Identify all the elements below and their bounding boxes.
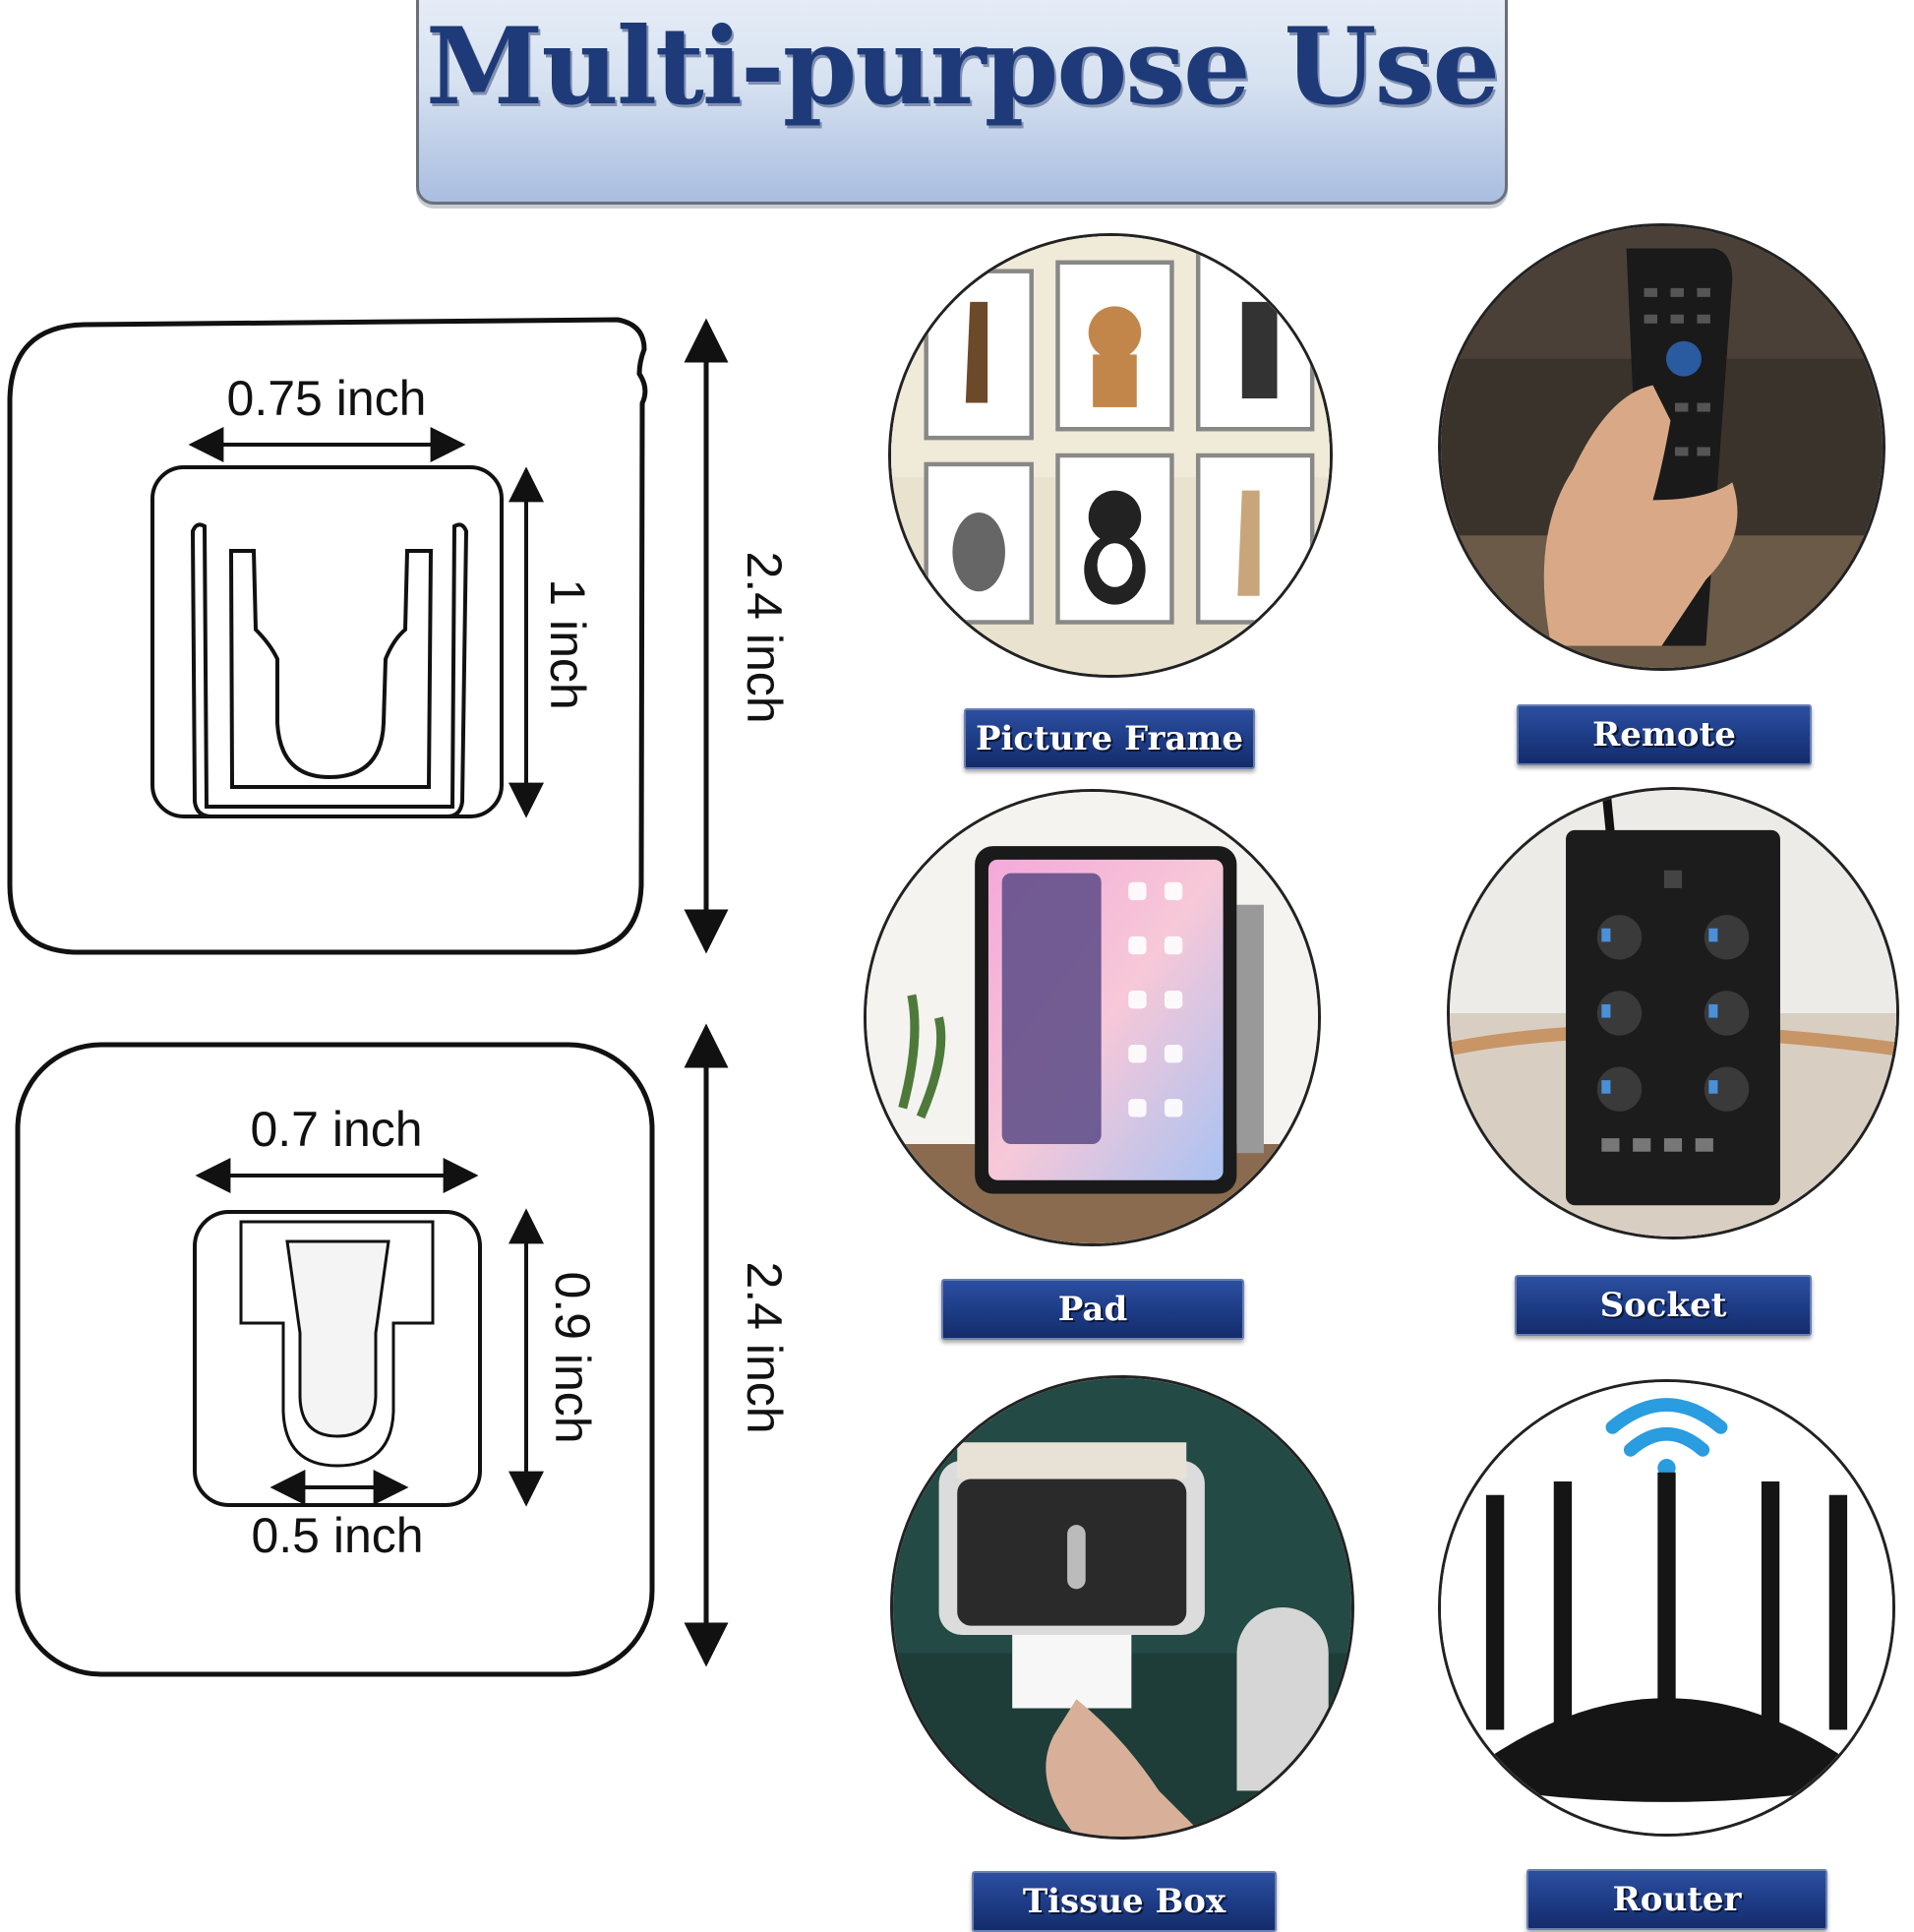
tissue-box-label: Tissue Box bbox=[972, 1871, 1277, 1932]
large-width-label: 0.75 inch bbox=[227, 371, 427, 426]
router-photo bbox=[1438, 1379, 1895, 1837]
remote-label: Remote bbox=[1517, 704, 1812, 765]
pad-label: Pad bbox=[941, 1279, 1244, 1340]
page-title: Multi-purpose Use bbox=[425, 5, 1500, 129]
large-pad-label: 2.4 inch bbox=[737, 551, 792, 723]
router-label: Router bbox=[1526, 1869, 1827, 1930]
tablet-photo bbox=[864, 789, 1321, 1246]
picture-frame-photo bbox=[888, 233, 1333, 678]
small-hook-diagram: 0.7 inch 0.9 inch 0.5 inch 2.4 inch bbox=[15, 1023, 792, 1677]
hook-dimension-diagram: 0.75 inch 1 inch 2.4 inch 0.7 inch 0.9 i… bbox=[7, 317, 792, 1677]
remote-photo bbox=[1438, 223, 1885, 671]
picture-frame-label: Picture Frame bbox=[964, 708, 1255, 769]
small-height-label: 0.9 inch bbox=[545, 1271, 600, 1443]
title-banner: Multi-purpose Use bbox=[416, 0, 1508, 205]
tissue-box-photo bbox=[890, 1375, 1354, 1840]
large-hook-slot bbox=[228, 549, 434, 789]
small-hook-slot bbox=[285, 1239, 390, 1438]
large-hook-diagram: 0.75 inch 1 inch 2.4 inch bbox=[7, 317, 792, 955]
large-height-label: 1 inch bbox=[540, 578, 595, 709]
small-pad-label: 2.4 inch bbox=[737, 1261, 792, 1433]
small-bottom-label: 0.5 inch bbox=[251, 1508, 423, 1563]
large-hook-body bbox=[190, 522, 469, 818]
power-strip-photo bbox=[1447, 787, 1899, 1239]
socket-label: Socket bbox=[1515, 1275, 1812, 1336]
small-width-label: 0.7 inch bbox=[250, 1102, 422, 1157]
